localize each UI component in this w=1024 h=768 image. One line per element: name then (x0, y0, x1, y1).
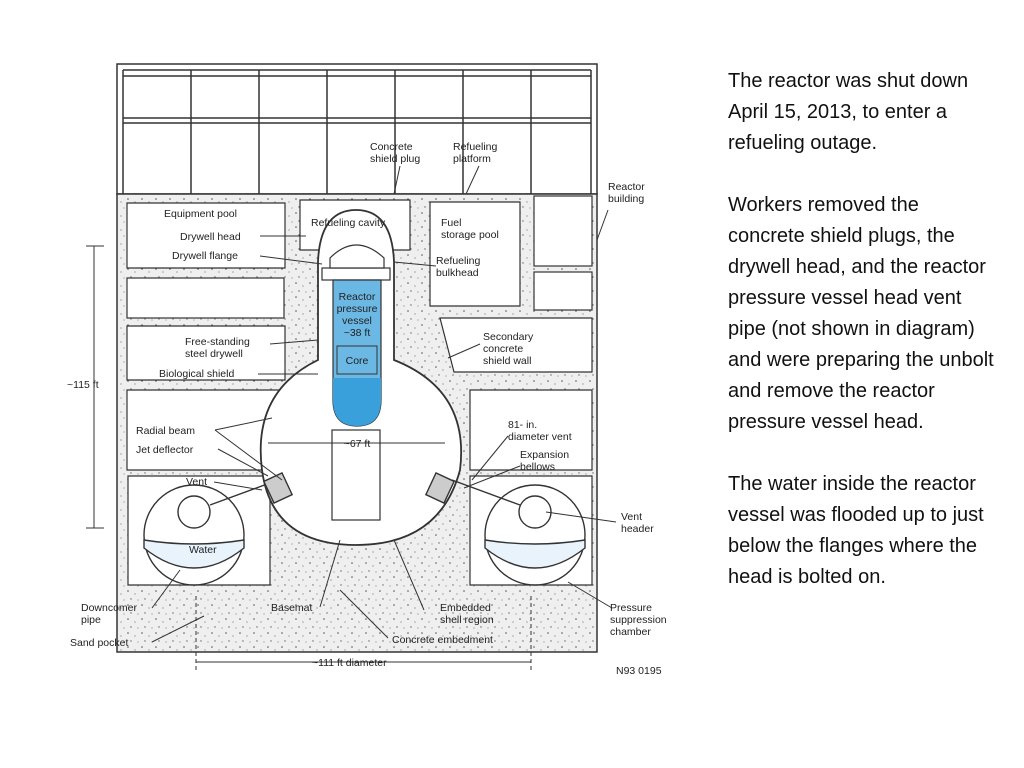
superstructure (116, 63, 598, 195)
paragraph-water: The water inside the reactor vessel was … (728, 473, 984, 588)
paragraph-workers: Workers removed the concrete shield plug… (728, 194, 994, 433)
label-core: Core (346, 355, 369, 367)
label-basemat: Basemat (271, 602, 313, 614)
pedestal (331, 429, 381, 521)
reactor-pressure-vessel (321, 244, 391, 427)
label-radial-beam: Radial beam (136, 425, 195, 437)
label-vent-81: 81- in.diameter vent (508, 419, 572, 443)
label-biological-shield: Biological shield (159, 368, 234, 380)
label-diameter-67: ~67 ft (344, 438, 371, 450)
description-text: The reactor was shut down April 15, 2013… (728, 66, 998, 624)
paragraph-shutdown: The reactor was shut down April 15, 2013… (728, 70, 969, 154)
dimension-lines (86, 245, 532, 670)
leader-lines (151, 165, 617, 643)
label-height-dim: ~115 ft (67, 379, 99, 391)
label-drywell-head: Drywell head (180, 231, 241, 243)
label-sand-pocket: Sand pocket (70, 637, 128, 649)
label-figure-id: N93 0195 (616, 665, 662, 677)
label-diameter-111: ~111 ft diameter (312, 657, 387, 669)
label-refueling-cavity: Refueling cavity (311, 217, 386, 229)
label-water: Water (189, 544, 217, 556)
label-jet-deflector: Jet deflector (136, 444, 194, 456)
label-equipment-pool: Equipment pool (164, 208, 237, 220)
label-concrete-embedment: Concrete embedment (392, 634, 493, 646)
label-drywell-flange: Drywell flange (172, 250, 238, 262)
label-vent: Vent (186, 476, 207, 488)
suppression-chambers (143, 471, 586, 586)
